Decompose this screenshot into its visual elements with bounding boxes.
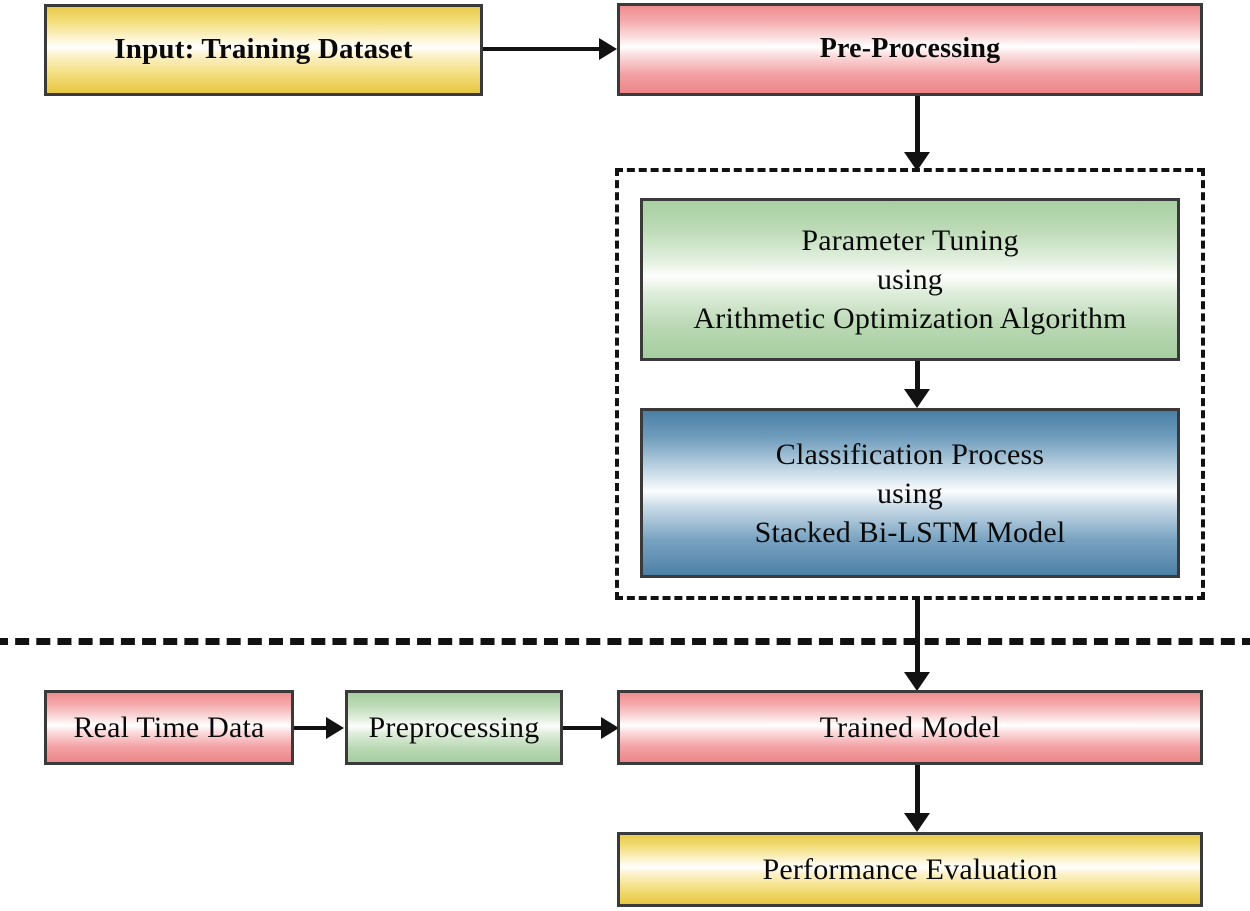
connector-realtime-to-preprocessing-line <box>294 726 328 730</box>
connector-preprocessing-to-trained-model-arrowhead <box>601 717 619 739</box>
node-trained-model: Trained Model <box>617 690 1203 765</box>
connector-container-to-trained-model-line <box>915 598 920 676</box>
connector-tuning-to-classification-line <box>915 361 920 393</box>
connector-realtime-to-preprocessing-arrowhead <box>326 717 344 739</box>
connector-tuning-to-classification-arrowhead <box>904 389 930 408</box>
connector-preprocessing-to-container-line <box>915 96 920 156</box>
node-real-time-data: Real Time Data <box>44 690 294 765</box>
connector-input-to-preprocessing-line <box>483 47 601 51</box>
connector-trained-model-to-performance-line <box>915 765 920 817</box>
node-performance-evaluation: Performance Evaluation <box>617 832 1203 907</box>
phase-divider <box>0 638 1250 645</box>
connector-trained-model-to-performance-arrowhead <box>904 813 930 832</box>
node-classification-process: Classification Process using Stacked Bi-… <box>640 408 1180 578</box>
connector-container-to-trained-model-arrowhead <box>904 672 930 691</box>
node-preprocessing: Preprocessing <box>345 690 563 765</box>
training-phase-dashed-container <box>615 168 1205 600</box>
connector-preprocessing-to-trained-model-line <box>563 726 605 730</box>
node-parameter-tuning: Parameter Tuning using Arithmetic Optimi… <box>640 198 1180 361</box>
connector-input-to-preprocessing-arrowhead <box>599 38 617 60</box>
connector-preprocessing-to-container-arrowhead <box>904 152 930 171</box>
node-input-training-dataset: Input: Training Dataset <box>44 4 483 96</box>
node-pre-processing: Pre-Processing <box>617 3 1203 96</box>
